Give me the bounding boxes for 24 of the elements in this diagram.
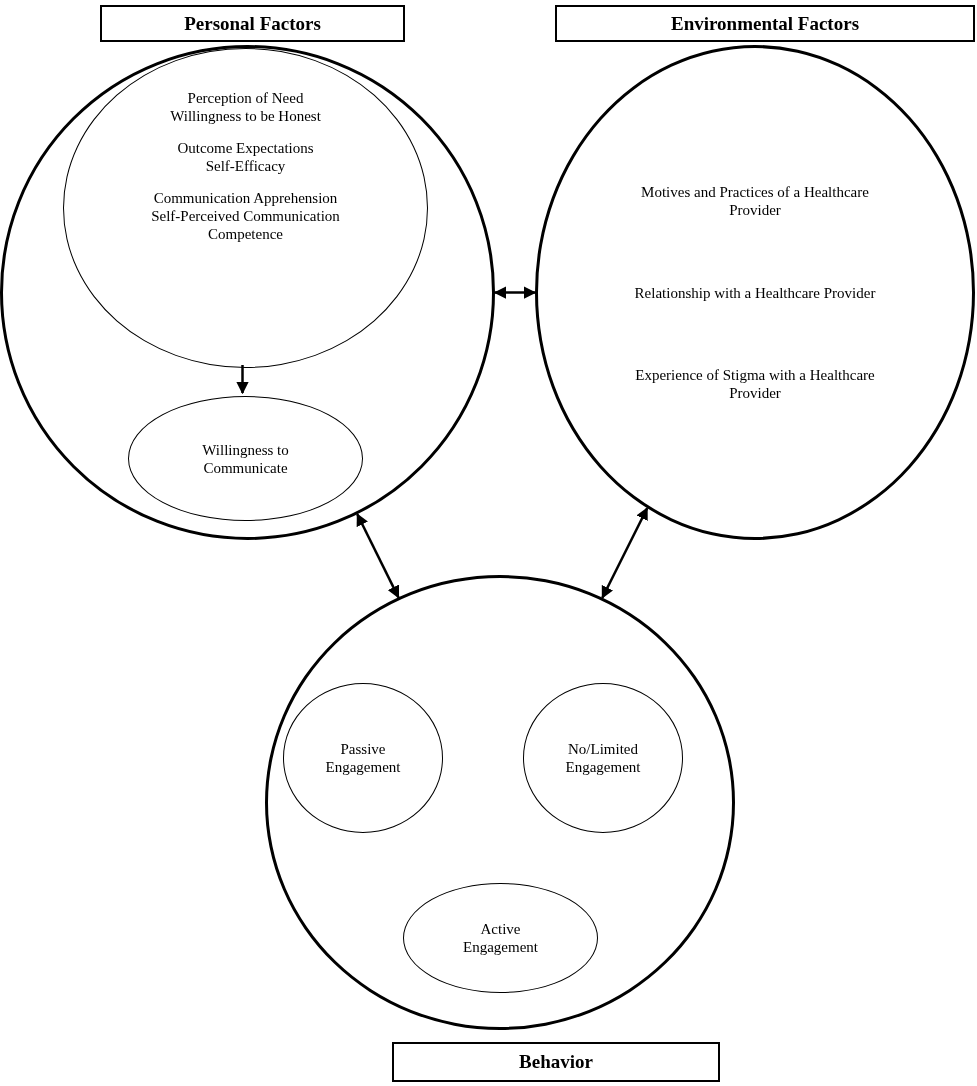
factor-text: Perception of Need	[187, 89, 304, 107]
ellipse	[535, 45, 975, 540]
factor-text: Experience of Stigma with a Healthcare Provider	[634, 366, 876, 403]
factor-text: Relationship with a Healthcare Provider	[634, 283, 876, 302]
factor-text: Self-Perceived Communication Competence	[150, 207, 341, 243]
ellipse	[128, 396, 363, 521]
circle	[265, 575, 735, 1030]
circle	[0, 45, 495, 540]
factor-text: Outcome Expectations	[177, 139, 314, 157]
factor-text: Active Engagement	[462, 920, 539, 956]
arrow	[236, 365, 249, 395]
factor-text: No/Limited Engagement	[564, 740, 642, 776]
heading-label: Environmental Factors	[555, 5, 975, 42]
arrow	[493, 286, 537, 299]
factor-text: Communication Apprehension	[153, 189, 338, 207]
heading-label: Behavior	[392, 1042, 720, 1082]
factor-text: Willingness to be Honest	[170, 107, 321, 125]
factor-text: Self-Efficacy	[205, 157, 286, 175]
heading-label: Personal Factors	[100, 5, 405, 42]
arrow	[356, 513, 400, 599]
factor-text: Motives and Practices of a Healthcare Provider	[640, 182, 870, 219]
factor-text: Willingness to Communicate	[201, 440, 290, 477]
arrow	[601, 507, 649, 599]
factor-text: Passive Engagement	[324, 740, 402, 776]
